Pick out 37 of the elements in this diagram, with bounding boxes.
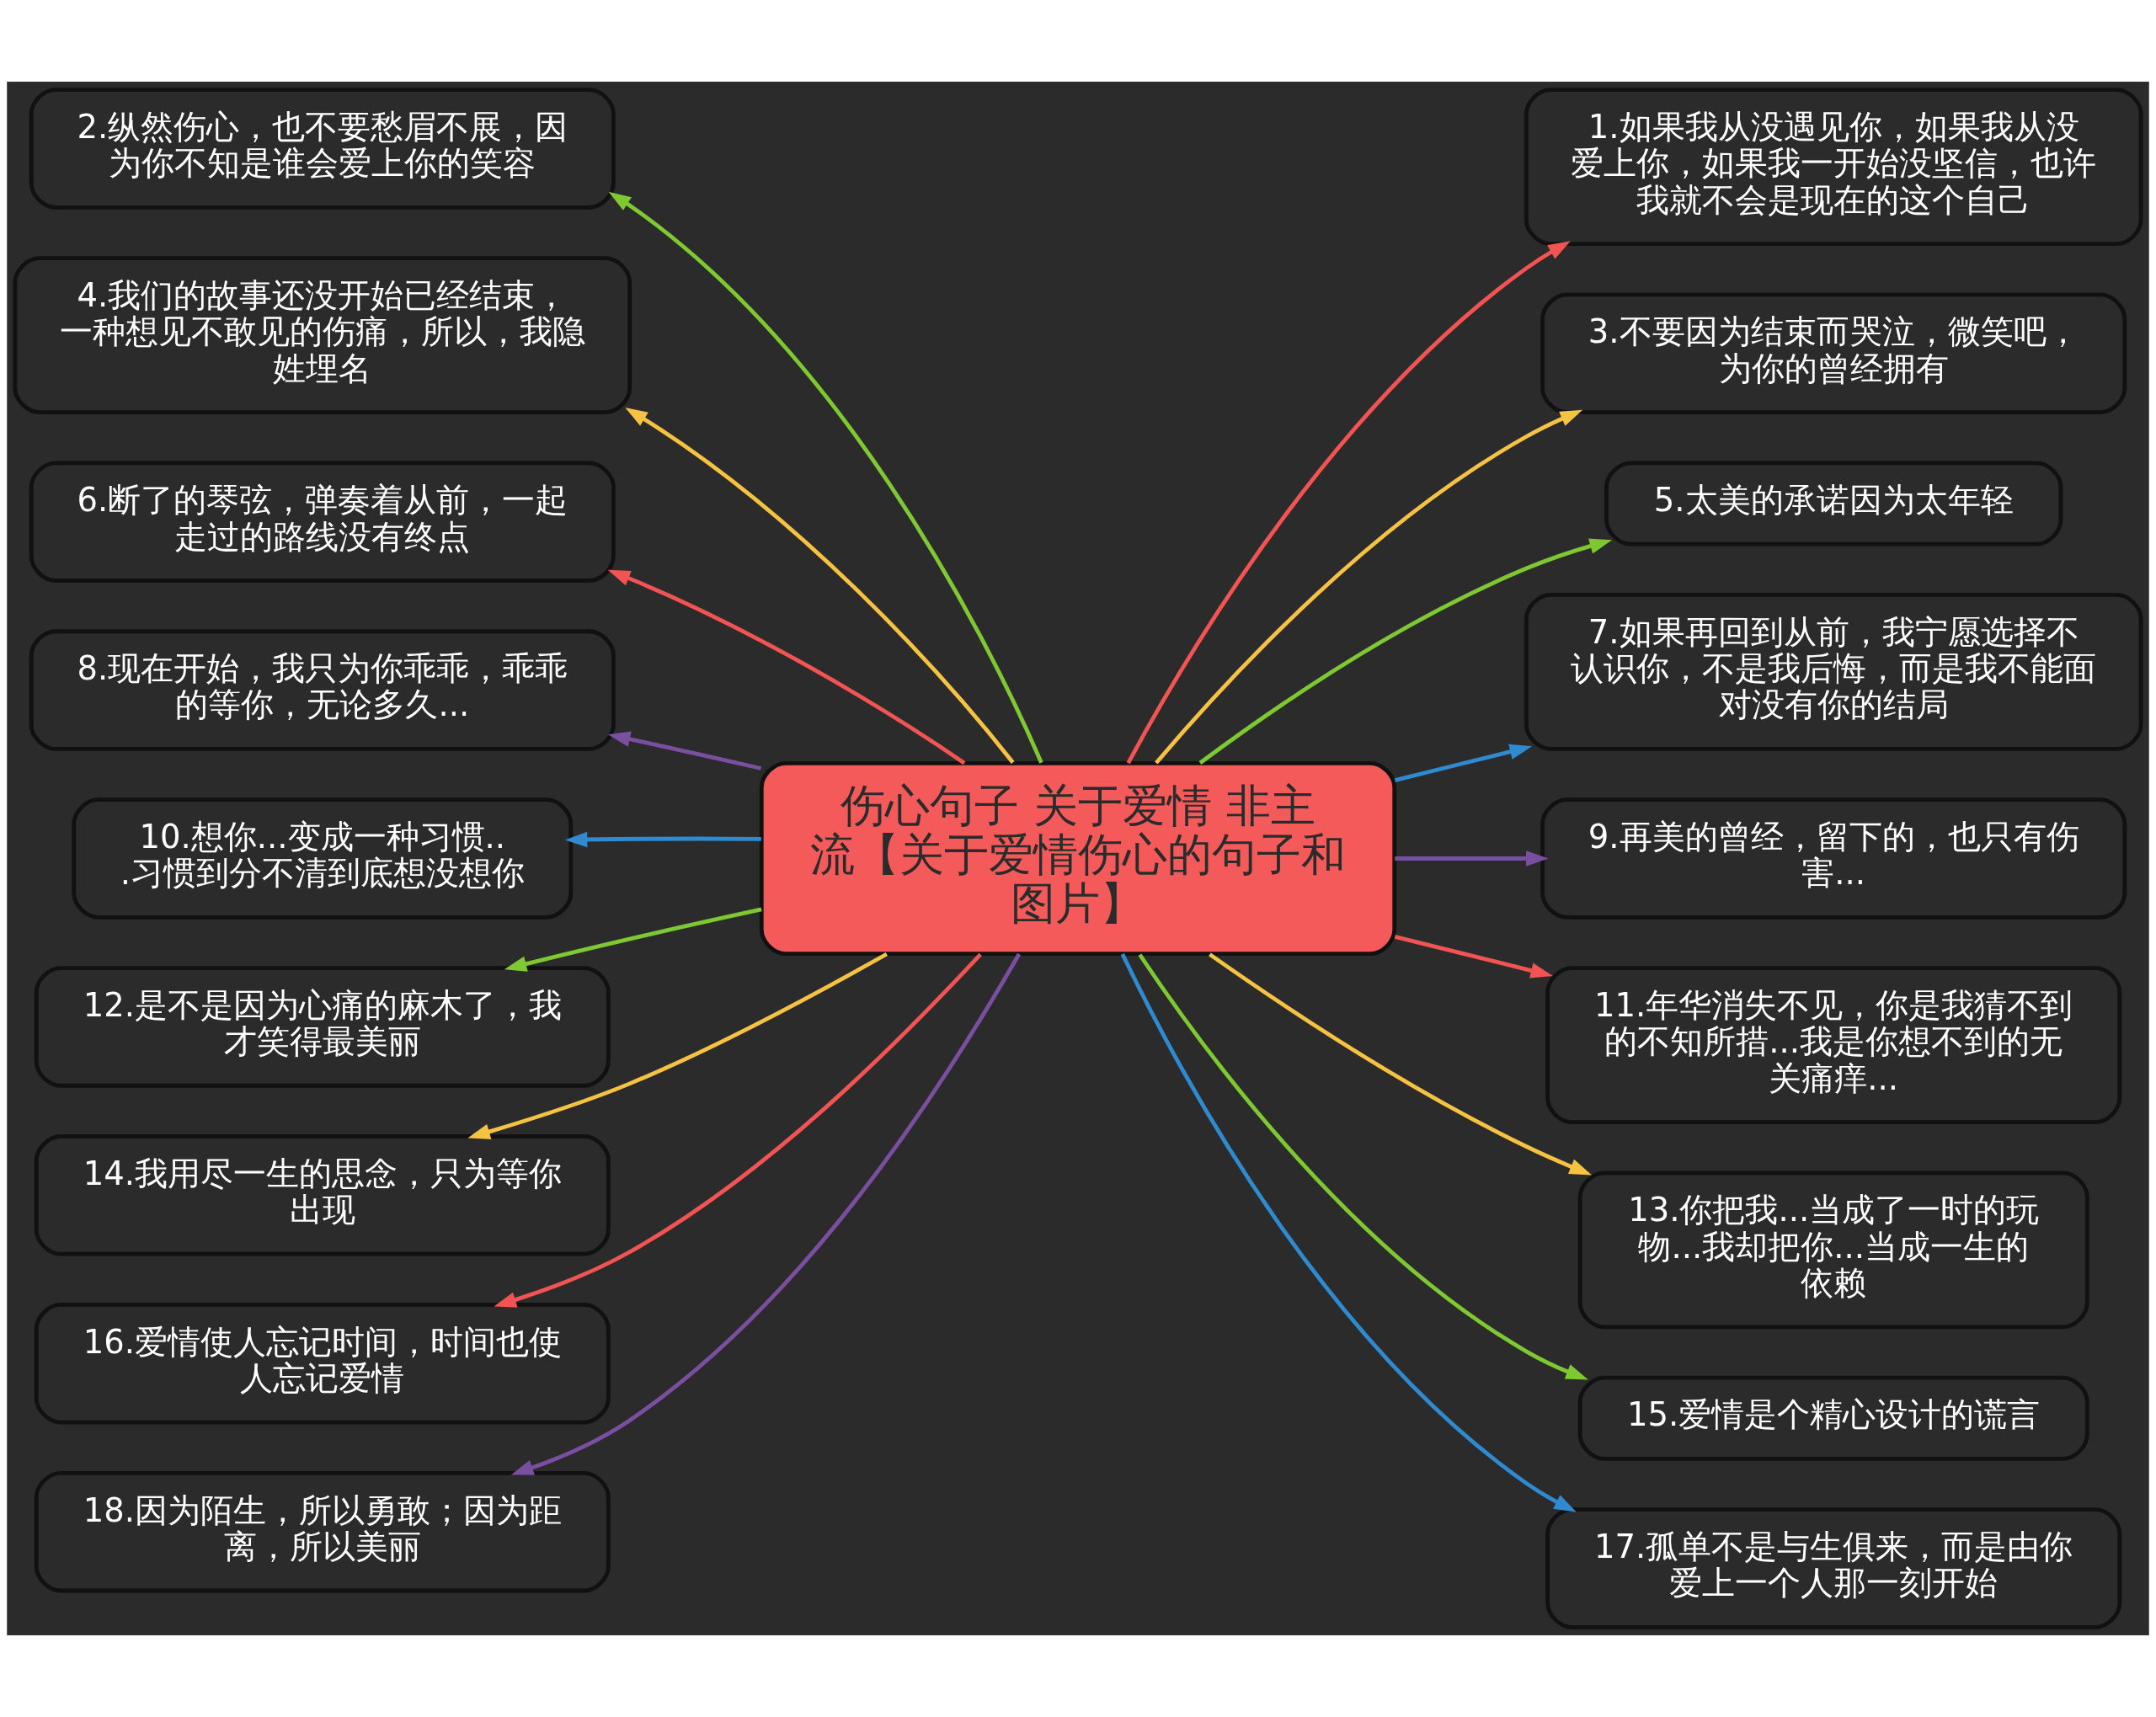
node-box: 18.因为陌生，所以勇敢；因为距离，所以美丽 [34,1470,611,1593]
arrow [467,952,888,1139]
arrow [1120,952,1577,1512]
node-box: 14.我用尽一生的思念，只为等你出现 [34,1134,611,1256]
arrow [494,952,982,1308]
arrow [607,569,966,765]
node-box: 4.我们的故事还没开始已经结束，一种想见不敢见的伤痛，所以，我隐姓埋名 [13,256,632,414]
node-box: 16.爱情使人忘记时间，时间也使人忘记爱情 [34,1303,611,1425]
node-box: 1.如果我从没遇见你，如果我从没爱上你，如果我一开始没坚信，也许我就不会是现在的这个自己 [1524,88,2143,247]
arrow [1394,744,1533,782]
arrow [1209,952,1593,1176]
arrow [1395,851,1549,866]
node-box: 5.太美的承诺因为太年轻 [1604,461,2063,547]
arrow [1394,935,1553,978]
node-box: 13.你把我...当成了一时的玩物...我却把你...当成一生的依赖 [1577,1170,2089,1330]
arrow [1155,409,1583,765]
node-box: 10.想你...变成一种习惯...习惯到分不清到底想没想你 [72,797,574,920]
node-box: 11.年华消失不见，你是我猜不到的不知所措...我是你想不到的无关痛痒... [1545,966,2122,1125]
arrow [625,407,1015,764]
arrow [564,831,761,848]
arrow [1138,953,1588,1380]
arrow [607,731,762,771]
node-box: 6.断了的琴弦，弹奏着从前，一起走过的路线没有终点 [29,461,616,583]
arrow [608,191,1043,764]
node-box: 伤心句子 关于爱情 非主流【关于爱情伤心的句子和图片】 [759,760,1397,957]
node-box: 7.如果再回到从前，我宁愿选择不认识你，不是我后悔，而是我不能面对没有你的结局 [1524,592,2143,751]
node-box: 17.孤单不是与生俱来，而是由你爱上一个人那一刻开始 [1545,1507,2122,1629]
node-box: 2.纵然伤心，也不要愁眉不展，因为你不知是谁会爱上你的笑容 [29,88,616,210]
node-box: 15.爱情是个精心设计的谎言 [1577,1375,2089,1461]
node-box: 9.再美的曾经，留下的，也只有伤害... [1540,797,2127,920]
arrow [1198,538,1613,765]
node-box: 8.现在开始，我只为你乖乖，乖乖的等你，无论多久... [29,629,616,751]
node-box: 12.是不是因为心痛的麻木了，我才笑得最美丽 [34,966,611,1088]
arrow [1126,241,1571,765]
arrow [510,952,1022,1475]
node-box: 3.不要因为结束而哭泣，微笑吧，为你的曾经拥有 [1540,292,2127,414]
arrow [504,907,762,972]
